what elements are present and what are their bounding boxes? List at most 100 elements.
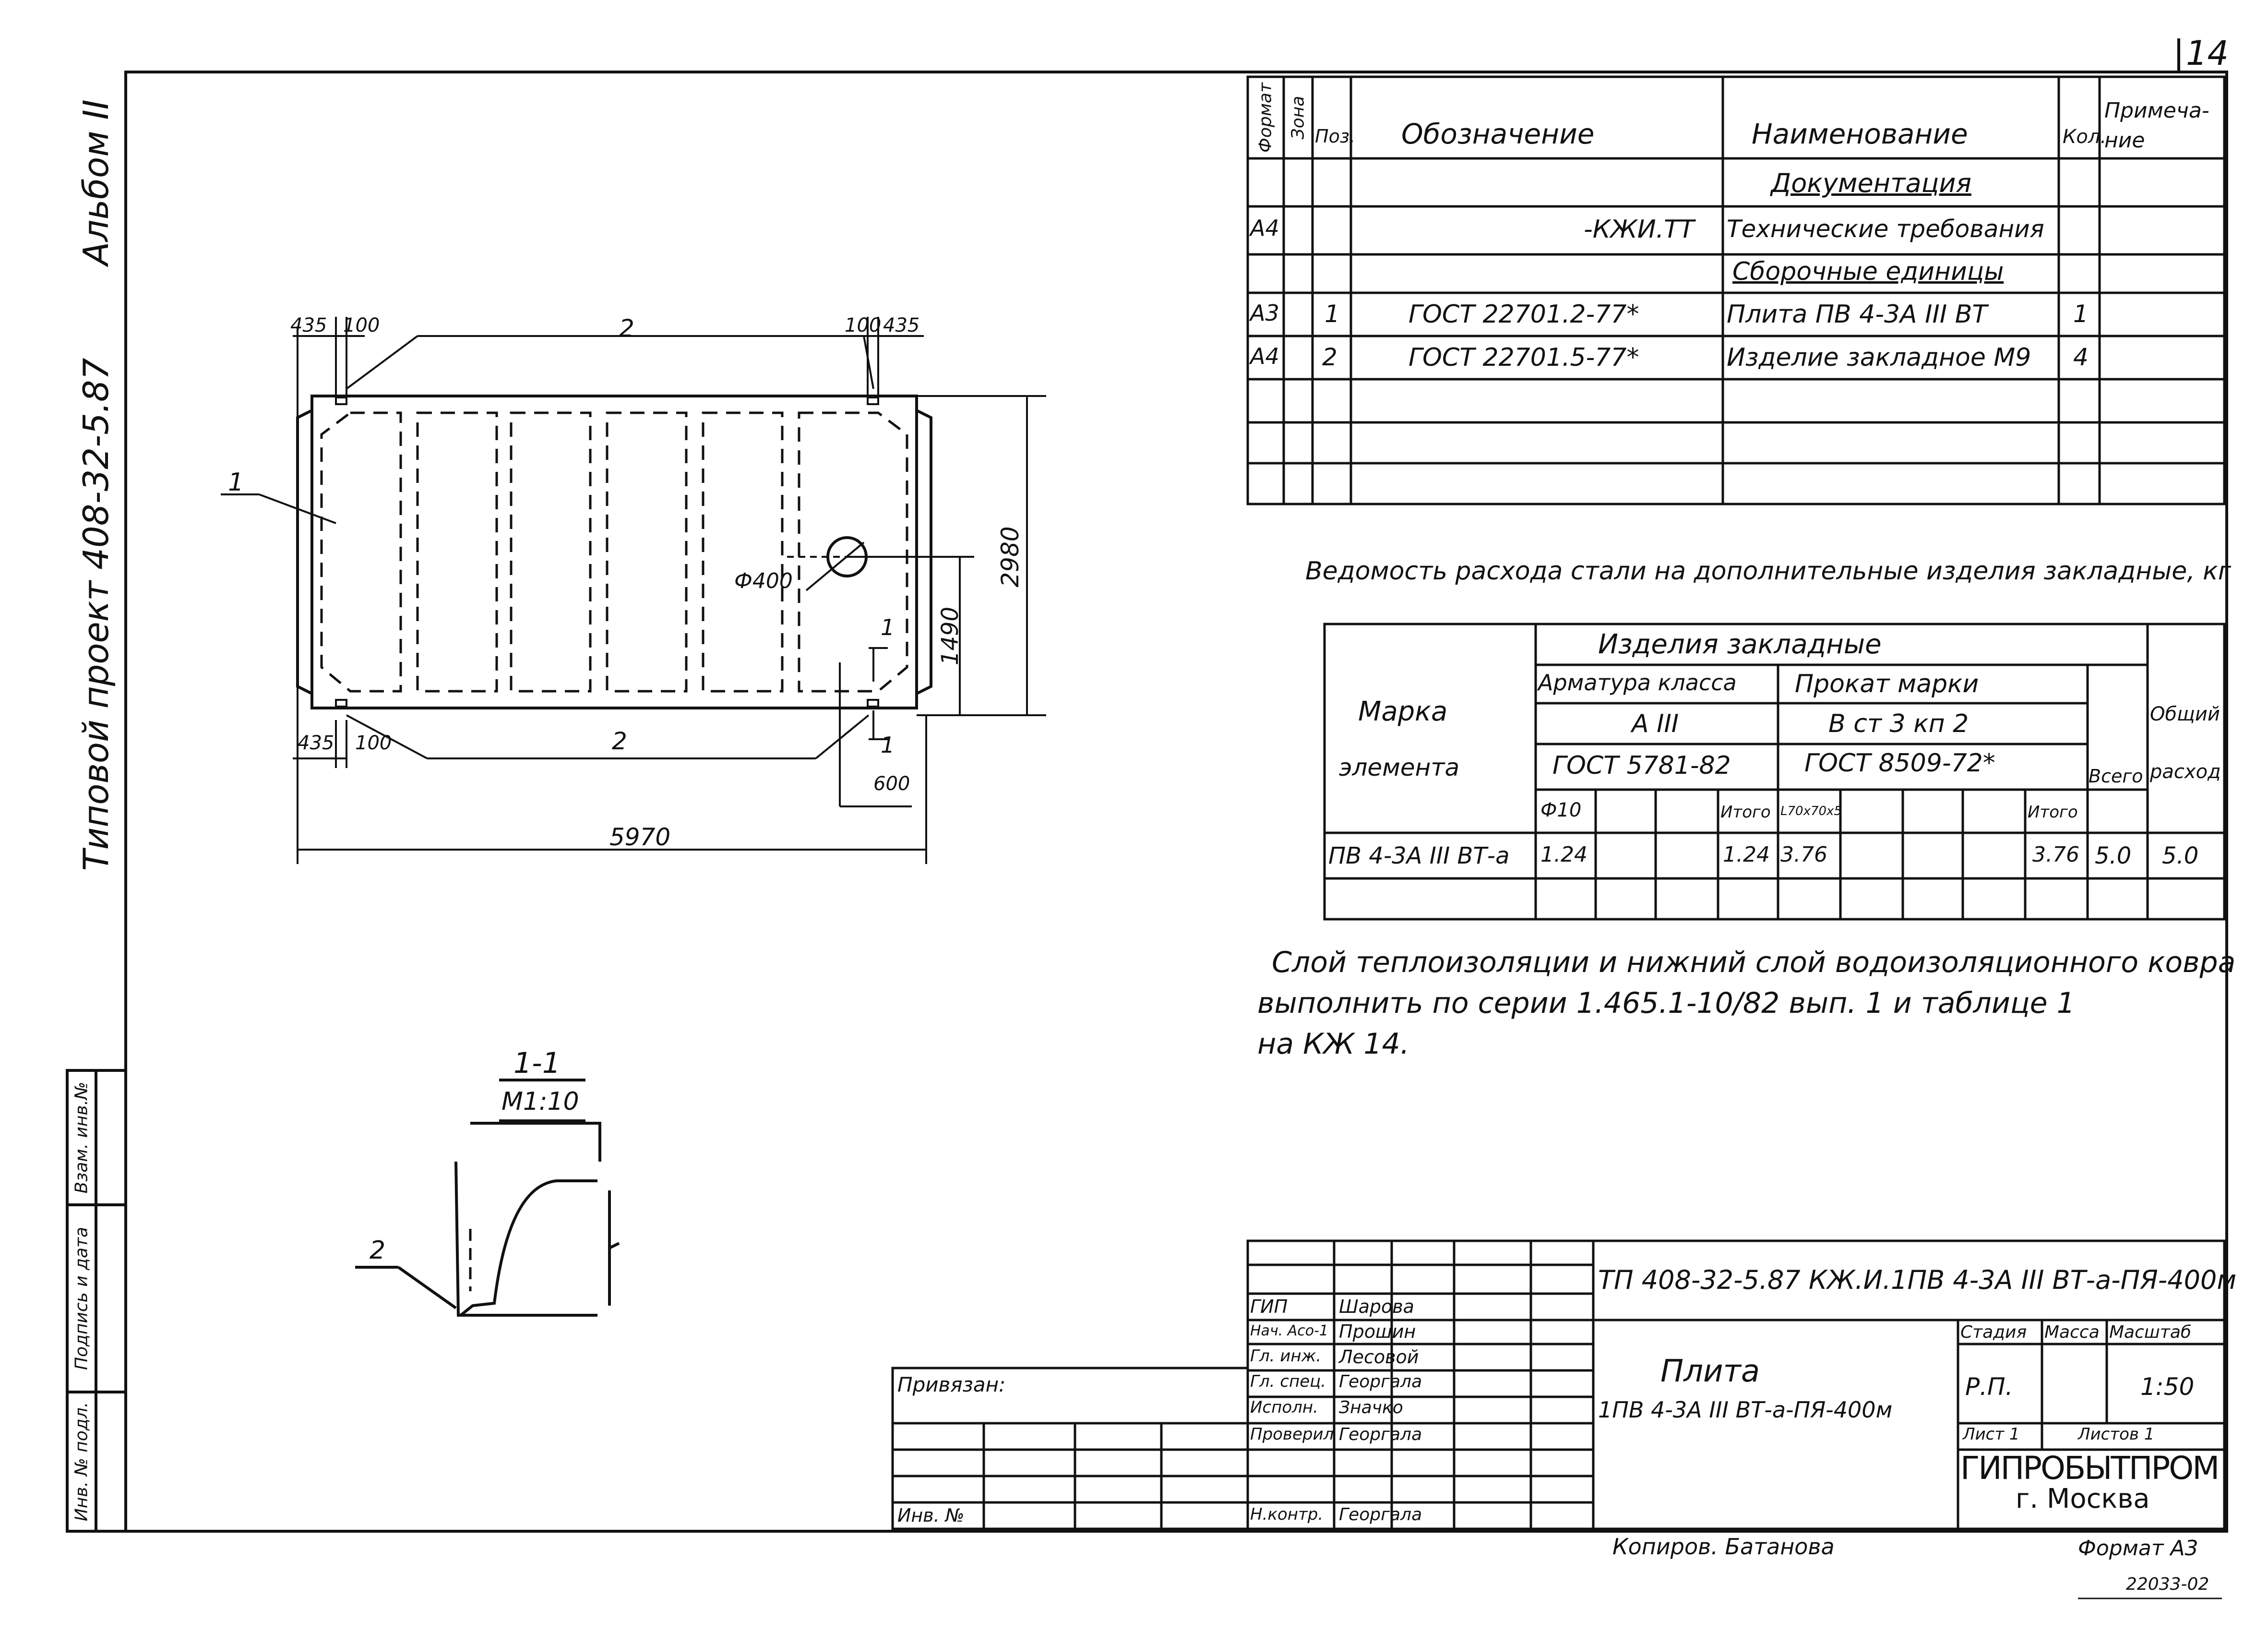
spec-row-designation: ГОСТ 22701.2-77* <box>1409 300 1639 329</box>
steel-row-cell: 3.76 <box>1780 842 1827 867</box>
callout-1: 1 <box>228 468 244 497</box>
steel-total: Общий <box>2150 703 2220 725</box>
steel-vsego: Всего <box>2089 766 2143 787</box>
steel-row-cell: 1.24 <box>1540 842 1588 867</box>
person-name: Георгала <box>1339 1372 1422 1392</box>
steel-sub-header: L70x70x5 <box>1780 804 1842 818</box>
inv-label: Инв. № <box>897 1505 965 1526</box>
stamp-col-3: Взам. инв.№ <box>72 1081 92 1194</box>
note-text: на КЖ 14. <box>1257 1027 1409 1061</box>
stamp-col-1: Инв. № подл. <box>72 1402 92 1522</box>
spec-row-qty: 1 <box>2073 300 2089 328</box>
spec-table-grid <box>1246 75 2226 505</box>
section-callout-2: 2 <box>370 1236 386 1265</box>
spec-row-pos: 1 <box>1325 300 1340 328</box>
steel-prokat-header: Прокат марки <box>1795 670 1979 698</box>
item-name: Плита <box>1660 1354 1760 1389</box>
dim-435: 435 <box>883 314 920 336</box>
dim-600: 600 <box>873 773 910 795</box>
stage-header: Стадия <box>1960 1322 2027 1342</box>
person-name: Георгала <box>1339 1425 1422 1444</box>
steel-title: Ведомость расхода стали на дополнительны… <box>1305 557 2232 586</box>
spec-row-format: А4 <box>1250 215 1279 241</box>
mass-header: Масса <box>2044 1322 2100 1342</box>
album-label: Альбом II <box>76 99 116 265</box>
steel-arm-gost: ГОСТ 5781-82 <box>1552 751 1731 780</box>
org-city: г. Москва <box>2016 1483 2150 1514</box>
role-label: ГИП <box>1250 1296 1288 1317</box>
spec-row-format: А3 <box>1250 300 1279 326</box>
sheets-label: Листов 1 <box>2078 1425 2155 1444</box>
person-name: Шарова <box>1339 1296 1414 1317</box>
dim-1490: 1490 <box>937 606 964 666</box>
steel-row-cell: 1.24 <box>1723 842 1770 867</box>
spec-row-designation: ГОСТ 22701.5-77* <box>1409 343 1639 372</box>
stamp-col-2: Подпись и дата <box>72 1226 92 1370</box>
format-label: Формат А3 <box>2078 1536 2198 1561</box>
callout-2: 2 <box>619 314 634 342</box>
scale-value: 1:50 <box>2140 1373 2195 1401</box>
spec-row-name: Технические требования <box>1727 215 2044 243</box>
dim-435: 435 <box>290 314 327 336</box>
steel-arm-header: Арматура класса <box>1538 670 1737 696</box>
steel-row-cell: 5.0 <box>2162 842 2199 869</box>
project-label: Типовой проект 408-32-5.87 <box>76 358 116 871</box>
steel-group-header: Изделия закладные <box>1598 629 1882 660</box>
dim-100: 100 <box>845 314 882 336</box>
spec-header-note: Примеча-ние <box>2104 98 2209 153</box>
steel-prokat-mark: В ст 3 кп 2 <box>1828 709 1969 738</box>
spec-header-format: Формат <box>1255 82 1276 153</box>
dim-2980: 2980 <box>996 526 1024 588</box>
plan-dimension-lines <box>221 317 1046 864</box>
steel-sub-header: Итого <box>2028 803 2078 822</box>
callout-2: 2 <box>612 727 627 755</box>
section-mark-1: 1 <box>881 614 895 640</box>
steel-row-cell: ПВ 4-3А III ВТ-а <box>1328 842 1510 869</box>
steel-sub-header: Ф10 <box>1540 799 1582 821</box>
stage-value: Р.П. <box>1965 1373 2013 1401</box>
spec-header-qty: Кол. <box>2063 126 2107 148</box>
copied-by: Копиров. Батанова <box>1612 1534 1835 1560</box>
role-label: Н.контр. <box>1250 1505 1324 1524</box>
privyazan-label: Привязан: <box>897 1373 1006 1396</box>
spec-row-name: Документация <box>1771 168 1971 198</box>
title-block-grid <box>891 1239 2226 1530</box>
spec-row-name: Сборочные единицы <box>1732 257 2004 286</box>
sheet-frame <box>124 71 2228 1533</box>
spec-header-zone: Зона <box>1288 96 1308 140</box>
person-name: Прошин <box>1339 1321 1416 1342</box>
steel-prokat-gost: ГОСТ 8509-72* <box>1804 749 1995 778</box>
spec-row-format: А4 <box>1250 343 1279 369</box>
spec-row-name: Плита ПВ 4-3А III ВТ <box>1727 300 1988 329</box>
steel-row-cell: 3.76 <box>2032 842 2079 867</box>
spec-header-pos: Поз. <box>1315 126 1356 147</box>
role-label: Исполн. <box>1250 1398 1318 1417</box>
spec-header-designation: Обозначение <box>1401 118 1595 150</box>
section-scale: М1:10 <box>501 1087 579 1116</box>
steel-marka: элемента <box>1339 754 1460 781</box>
doc-number: 22033-02 <box>2126 1574 2209 1594</box>
person-name: Лесовой <box>1339 1346 1419 1368</box>
steel-marka: Марка <box>1358 696 1448 727</box>
note-text: выполнить по серии 1.465.1-10/82 вып. 1 … <box>1257 986 2075 1020</box>
dim-5970: 5970 <box>609 823 671 851</box>
dim-435: 435 <box>298 732 334 754</box>
item-name: 1ПВ 4-3А III ВТ-а-ПЯ-400м <box>1598 1397 1893 1423</box>
steel-sub-header: Итого <box>1720 803 1771 822</box>
drawing-code: ТП 408-32-5.87 КЖ.И.1ПВ 4-3А III ВТ-а-ПЯ… <box>1598 1265 2237 1295</box>
hole-diameter: Ф400 <box>734 569 793 593</box>
role-label: Гл. спец. <box>1250 1372 1326 1391</box>
sheet-label: Лист 1 <box>1963 1425 2020 1444</box>
spec-row-qty: 4 <box>2073 343 2089 371</box>
section-label: 1-1 <box>513 1046 561 1080</box>
dim-100: 100 <box>355 732 392 754</box>
steel-table-grid <box>1323 623 2226 921</box>
page-number: 14 <box>2186 34 2229 73</box>
section-mark-1: 1 <box>881 732 895 758</box>
steel-total: расход <box>2150 761 2221 783</box>
role-label: Проверил <box>1250 1425 1334 1444</box>
role-label: Нач. Асо-1 <box>1250 1322 1329 1339</box>
spec-row-pos: 2 <box>1322 343 1337 371</box>
steel-row-cell: 5.0 <box>2095 842 2132 869</box>
